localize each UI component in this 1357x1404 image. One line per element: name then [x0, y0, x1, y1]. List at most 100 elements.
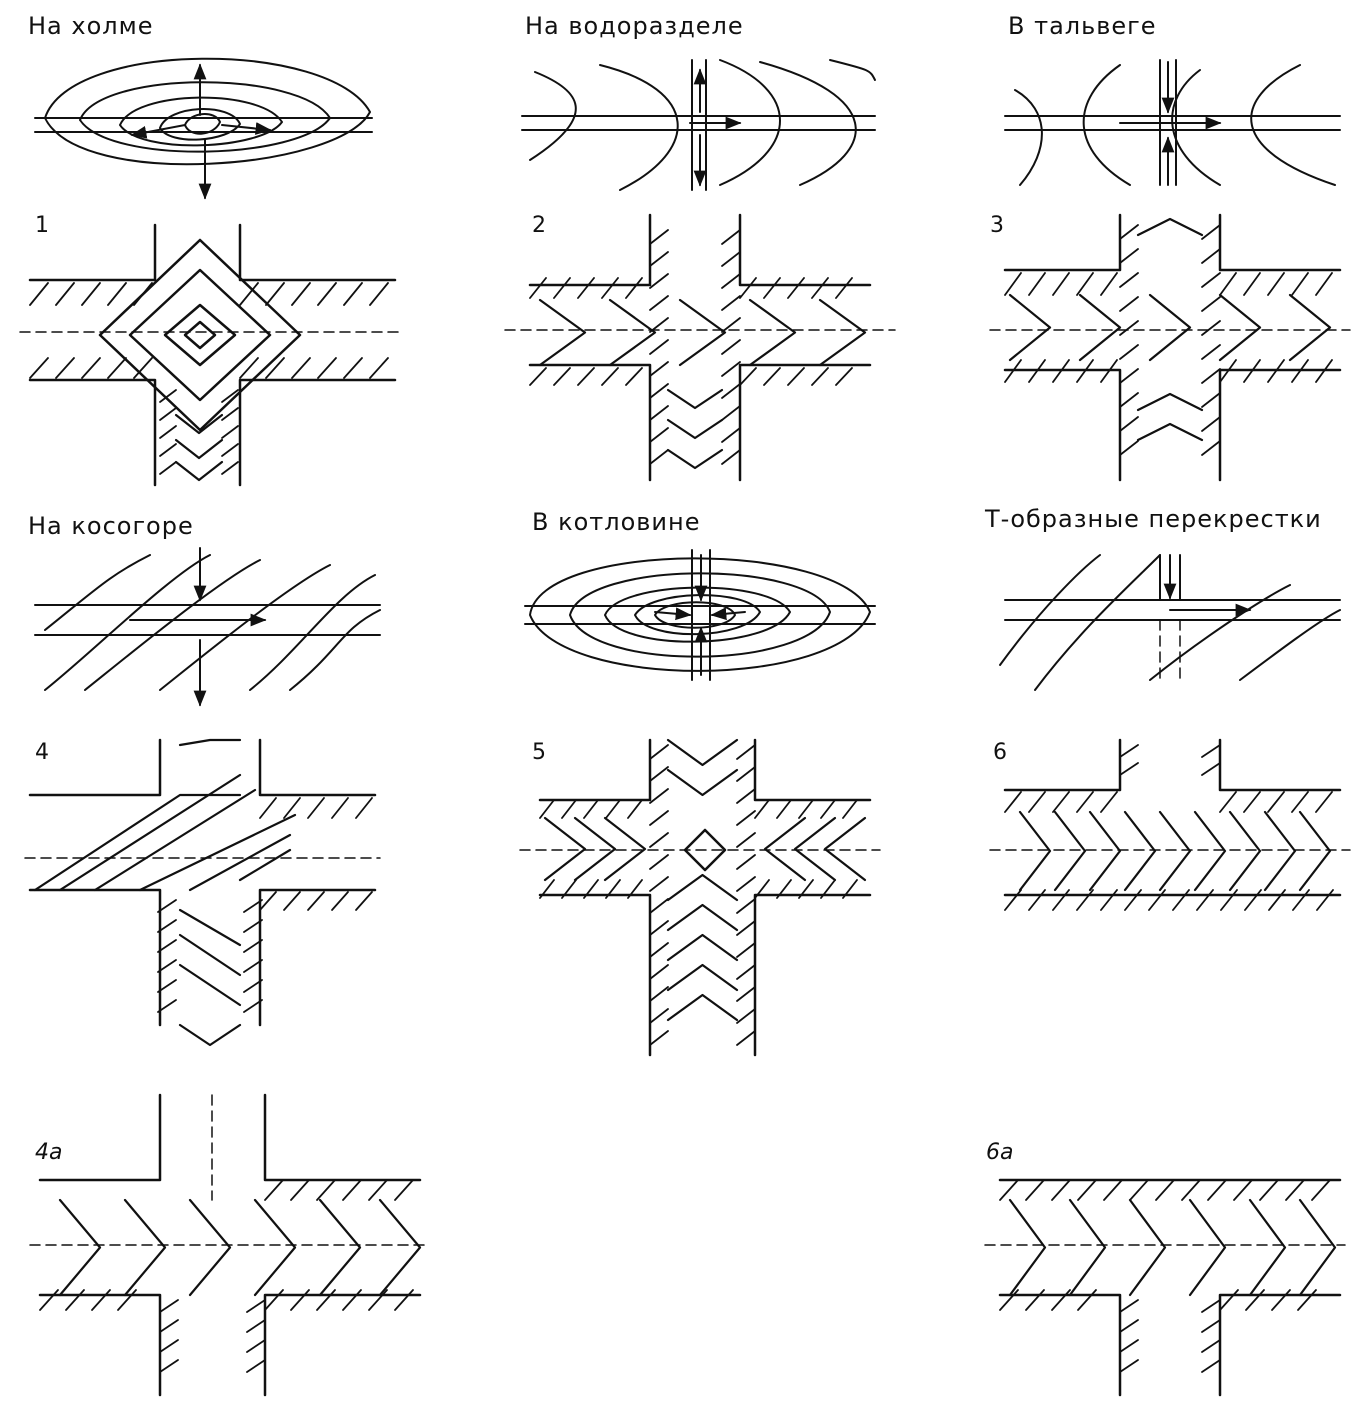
figure-number-1: 1: [35, 213, 49, 238]
edge-hatching: [1119, 744, 1139, 776]
title-watershed: На водоразделе: [525, 12, 744, 40]
title-t-junction: Т-образные перекрестки: [985, 505, 1322, 533]
contour-sketch-thalweg: [1004, 59, 1341, 186]
intersection-plan-3: [989, 213, 1351, 482]
edge-hatching: [721, 229, 741, 465]
contour-basin-bottom: [654, 601, 736, 629]
edge-hatching: [1119, 224, 1139, 456]
edge-hatching: [1201, 1299, 1221, 1373]
contour-line: [829, 59, 876, 81]
contour-line: [1034, 554, 1161, 691]
intersection-plan-1: [19, 223, 401, 487]
contour-line: [1082, 64, 1131, 186]
edge-hatching: [999, 1179, 1331, 1201]
contour-line: [529, 557, 871, 672]
edge-hatching: [1004, 359, 1118, 383]
title-hill: На холме: [28, 12, 154, 40]
road-edge: [1003, 213, 1342, 482]
contour-sketch-basin: [524, 549, 876, 681]
edge-hatching: [1219, 1289, 1317, 1311]
intersection-plan-4: [24, 738, 381, 1047]
edge-hatching: [243, 899, 263, 1013]
contour-line: [999, 554, 1101, 666]
figure-number-2: 2: [532, 213, 546, 238]
intersection-plan-4a: [29, 1093, 431, 1397]
chevron-markings: [1136, 217, 1204, 442]
edge-hatching: [1201, 744, 1221, 776]
contour-line: [159, 108, 241, 141]
edge-hatching: [221, 389, 239, 475]
edge-hatching: [264, 1179, 414, 1201]
contour-line: [604, 586, 791, 643]
intersection-plan-2: [504, 213, 896, 482]
edge-hatching: [739, 277, 853, 299]
road-edge: [28, 223, 397, 487]
contour-line: [44, 57, 371, 166]
road-edge: [1003, 738, 1342, 897]
contour-line: [119, 96, 283, 147]
edge-hatching: [259, 891, 373, 911]
chevron-markings: [1008, 293, 1332, 362]
contour-line: [289, 609, 381, 691]
edge-hatching: [1219, 359, 1333, 383]
chevron-markings: [1018, 810, 1332, 892]
edge-hatching: [246, 1299, 266, 1373]
title-thalweg: В тальвеге: [1008, 12, 1157, 40]
edge-hatching: [157, 899, 177, 1013]
contour-sketch-slope: [34, 547, 381, 707]
contour-line: [249, 574, 376, 691]
edge-hatching: [159, 1299, 179, 1373]
contour-line: [159, 564, 331, 691]
chevron-markings: [178, 908, 242, 1007]
edge-hatching: [159, 389, 177, 475]
contour-line: [719, 59, 781, 186]
road-edge: [528, 213, 872, 482]
crown-rhombus-core: [183, 320, 217, 350]
crown-rhombus-outer: [98, 238, 302, 432]
figure-number-4a: 4а: [35, 1140, 63, 1165]
edge-hatching: [39, 1289, 137, 1311]
diagonal-markings: [33, 773, 297, 892]
edge-hatching: [539, 799, 643, 819]
contour-sketch-hill: [34, 57, 373, 200]
chevron-markings: [666, 738, 739, 797]
edge-hatching: [539, 879, 643, 899]
figure-number-5: 5: [532, 740, 546, 765]
edge-hatching: [649, 229, 669, 465]
road-edge: [538, 738, 872, 1057]
contour-line: [569, 572, 831, 658]
contour-line: [1171, 69, 1221, 186]
chevron-markings: [543, 816, 647, 882]
crown-rhombus-middle: [128, 268, 272, 402]
contour-line: [1239, 609, 1341, 681]
edge-hatching: [739, 367, 853, 386]
edge-hatching: [29, 282, 153, 306]
edge-hatching: [1201, 224, 1221, 456]
road-end-line: [178, 738, 242, 1047]
figure-number-4: 4: [35, 740, 49, 765]
contour-sketch-watershed: [521, 59, 876, 191]
flow-arrow-east: [654, 607, 692, 621]
chevron-markings: [174, 413, 224, 482]
edge-hatching: [29, 357, 153, 379]
edge-hatching: [1219, 791, 1333, 813]
figure-number-6a: 6а: [986, 1140, 1014, 1165]
edge-hatching: [1119, 1299, 1139, 1373]
figure-number-6: 6: [993, 740, 1007, 765]
contour-sketch-t-junction: [999, 554, 1341, 691]
contour-line: [759, 61, 857, 186]
road-edge: [38, 1093, 422, 1397]
crown-rhombus: [683, 828, 727, 872]
contour-line: [44, 554, 211, 691]
edge-hatching: [754, 799, 858, 819]
contour-line: [599, 64, 679, 191]
chevron-markings: [58, 1198, 422, 1297]
chevron-markings: [538, 298, 867, 367]
flow-arrow-west: [130, 124, 186, 139]
chevron-markings: [763, 816, 867, 882]
intersection-plan-6: [989, 738, 1351, 911]
title-slope: На косогоре: [28, 512, 194, 540]
contour-line: [84, 559, 261, 691]
contour-line: [1149, 584, 1291, 681]
